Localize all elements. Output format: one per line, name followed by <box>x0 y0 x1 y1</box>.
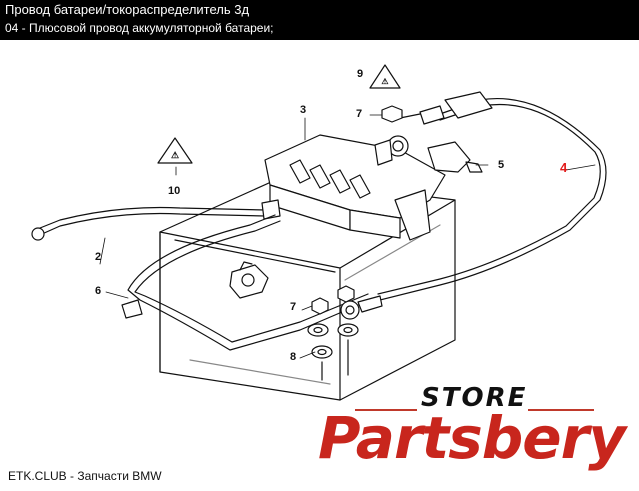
callout-5: 5 <box>498 159 505 171</box>
callout-4: 4 <box>560 160 568 175</box>
washers-8 <box>307 323 359 381</box>
callout-7-lower: 7 <box>290 301 297 313</box>
callout-10: 10 <box>168 185 181 197</box>
warning-icon-9: ⚠ <box>369 64 401 89</box>
page-subtitle: 04 - Плюсовой провод аккумуляторной бата… <box>5 21 274 35</box>
warning-icon-10: ⚠ <box>157 137 193 164</box>
callout-8: 8 <box>290 351 297 363</box>
nut-7-top <box>381 105 403 123</box>
callout-7-top: 7 <box>356 108 363 120</box>
store-label: STORE <box>421 383 528 413</box>
callout-2: 2 <box>95 251 102 263</box>
parts-diagram: ⚠ ⚠ <box>31 64 607 401</box>
positive-terminal <box>229 261 269 299</box>
callout-9: 9 <box>357 68 364 80</box>
store-line-right <box>528 409 594 411</box>
positive-cable-4 <box>340 98 607 320</box>
power-distributor <box>264 134 446 241</box>
connector-top <box>399 91 493 125</box>
svg-text:⚠: ⚠ <box>381 77 388 86</box>
page-title: Провод батареи/токораспределитель 3д <box>5 2 250 17</box>
cable-2 <box>31 199 281 241</box>
brand-logo: Partsbery <box>318 404 626 472</box>
callout-6: 6 <box>95 285 102 297</box>
nut-7-lower <box>311 285 355 315</box>
cable-6 <box>121 214 371 351</box>
page-header: Провод батареи/токораспределитель 3д 04 … <box>0 0 639 40</box>
footer-text[interactable]: ETK.CLUB - Запчасти BMW <box>8 469 162 483</box>
leader-lines <box>99 114 596 359</box>
terminal-cover-5 <box>427 141 483 173</box>
callout-3: 3 <box>300 104 307 116</box>
svg-text:⚠: ⚠ <box>171 150 179 160</box>
store-line-left <box>355 409 417 411</box>
